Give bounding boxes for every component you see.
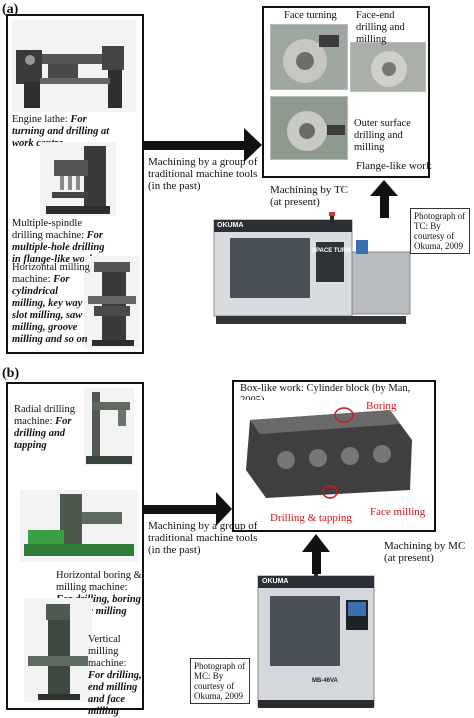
vertical-milling-use: For drilling, end milling and face milli… (88, 670, 142, 717)
engine-lathe-caption: Engine lathe: For turning and drilling a… (12, 114, 120, 150)
arrow-a-vertical (370, 180, 398, 218)
multiple-spindle-caption: Multiple-spindle drilling machine: For m… (12, 218, 112, 266)
radial-drilling-caption: Radial drilling machine: For drilling an… (14, 404, 86, 452)
vertical-milling-caption: Vertical milling machine: For drilling, … (88, 634, 144, 718)
arrow-b-vertical (302, 534, 330, 574)
boring-label: Boring (366, 400, 397, 412)
engine-lathe-use: For turning and drilling at work centre (12, 114, 110, 149)
mc-machine-image (254, 540, 378, 710)
tc-model-label: SPACE TURN (312, 248, 351, 254)
horizontal-milling-name: Horizontal milling machine: (12, 262, 90, 285)
machining-tc-text: Machining by TC (270, 184, 349, 196)
tc-credit: Photograph of TC: By courtesy of Okuma, … (410, 208, 470, 254)
mc-model-label: MB-46VA (312, 678, 338, 684)
horizontal-milling-image (84, 256, 140, 348)
machining-mc-text: Machining by MC (384, 540, 466, 552)
machining-mc-label: Machining by MC (at present) (384, 540, 465, 564)
arrow-text-a: Machining by a group of traditional mach… (148, 156, 258, 192)
outer-surface-label: Outer surface drilling and milling (354, 118, 411, 153)
tc-brand-label: OKUMA (217, 222, 244, 229)
vertical-milling-name: Vertical milling machine: (88, 634, 127, 669)
radial-drilling-image (84, 388, 134, 466)
multiple-spindle-use: For multiple-hole drilling in flange-lik… (12, 230, 105, 265)
tc-at-present-text: (at present) (270, 196, 320, 208)
vertical-milling-image (24, 598, 92, 702)
radial-drilling-use: For drilling and tapping (14, 416, 72, 451)
panel-a-label: (a) (2, 2, 19, 17)
face-milling-label: Face milling (370, 506, 426, 518)
arrow-a-horizontal (144, 128, 262, 162)
horizontal-boring-name: Horizontal boring & milling machine: (56, 570, 142, 593)
mc-at-present-text: (at present) (384, 552, 434, 564)
tc-machine-image (212, 212, 412, 330)
engine-lathe-name: Engine lathe: (12, 114, 68, 125)
outer-surface-image (270, 96, 348, 160)
multiple-spindle-drilling-image (40, 142, 116, 216)
horizontal-milling-caption: Horizontal milling machine: For cylindri… (12, 262, 90, 346)
drilling-tapping-label: Drilling & tapping (270, 512, 352, 524)
panel-b-label: (b) (2, 366, 20, 381)
face-end-drilling-label: Face-end drilling and milling (356, 10, 405, 45)
flange-work-label: Flange-like work (356, 160, 432, 172)
horizontal-milling-use: For cylindrical milling, key way slot mi… (12, 274, 88, 345)
face-turning-image (270, 24, 348, 90)
face-turning-label: Face turning (284, 10, 337, 21)
radial-drilling-name: Radial drilling machine: (14, 404, 75, 427)
cylinder-block-image (240, 400, 420, 504)
arrow-b-horizontal (144, 492, 232, 526)
machining-tc-label: Machining by TC (at present) (270, 184, 348, 208)
mc-credit: Photograph of MC: By courtesy of Okuma, … (190, 658, 250, 704)
multiple-spindle-name: Multiple-spindle drilling machine: (12, 218, 85, 241)
engine-lathe-image (12, 20, 136, 112)
face-end-drilling-image (350, 42, 426, 92)
horizontal-boring-image (20, 490, 138, 562)
arrow-text-b: Machining by a group of traditional mach… (148, 520, 258, 556)
mc-brand-label: OKUMA (262, 578, 289, 585)
